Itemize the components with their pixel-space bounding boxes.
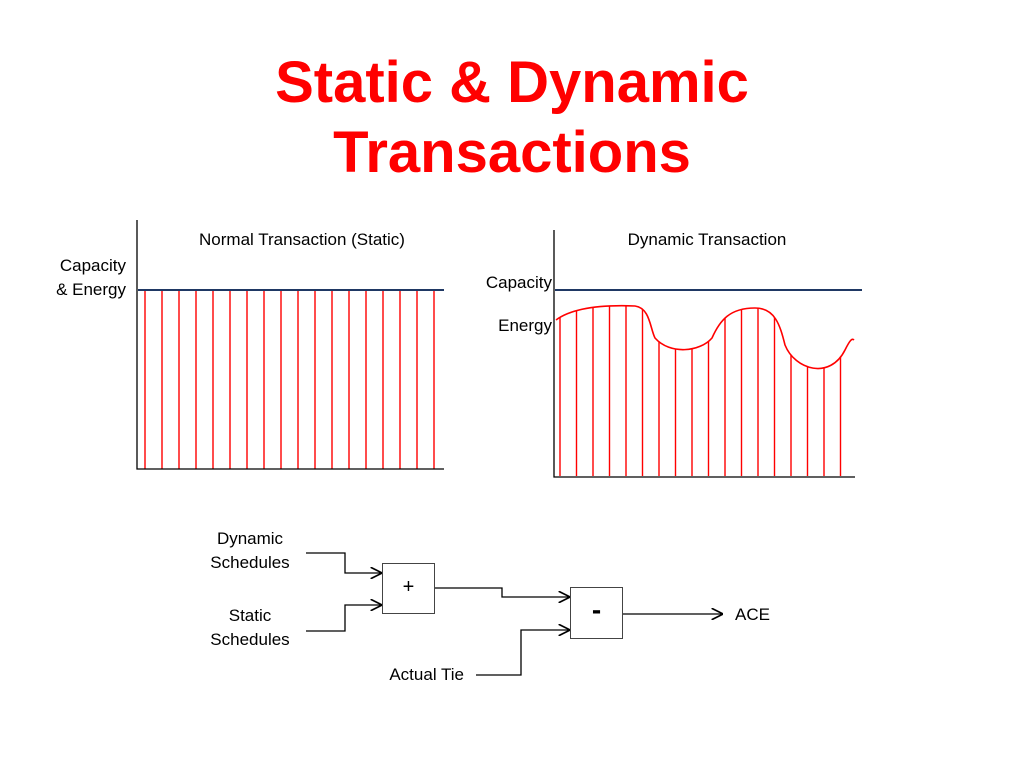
static-schedules-line-1: Static <box>228 606 272 625</box>
dynamic-hatch <box>559 305 842 476</box>
static-hatch <box>144 290 435 469</box>
dynamic-energy-label: Energy <box>498 316 552 335</box>
plus-symbol: + <box>402 576 415 598</box>
dynamic-schedules-connector <box>306 552 381 573</box>
title-line-1: Static & Dynamic <box>275 50 749 115</box>
dynamic-schedules-line-2: Schedules <box>210 553 290 572</box>
dynamic-panel-heading: Dynamic Transaction <box>627 230 787 249</box>
summing-block: + <box>382 563 435 614</box>
static-axis-label-line-2: & Energy <box>56 280 126 299</box>
title-line-2: Transactions <box>333 120 691 185</box>
dynamic-schedules-line-1: Dynamic <box>216 529 284 548</box>
dynamic-capacity-label: Capacity <box>485 273 552 292</box>
difference-block: - <box>570 587 623 639</box>
slide-title: Static & Dynamic Transactions <box>0 48 1024 188</box>
ace-label: ACE <box>735 605 770 624</box>
minus-symbol: - <box>591 594 602 625</box>
static-schedules-connector <box>306 605 381 632</box>
dynamic-schedules-label: Dynamic Schedules <box>195 527 305 575</box>
sum-to-difference-connector <box>434 587 569 597</box>
actual-tie-label: Actual Tie <box>389 665 464 684</box>
dynamic-axes <box>553 230 855 478</box>
static-axis-label-line-1: Capacity <box>59 256 126 275</box>
actual-tie-connector <box>476 630 569 676</box>
static-schedules-label: Static Schedules <box>195 604 305 652</box>
static-axis-label: Capacity & Energy <box>20 254 126 302</box>
static-schedules-line-2: Schedules <box>210 630 290 649</box>
energy-curve <box>555 304 855 370</box>
static-panel-heading: Normal Transaction (Static) <box>199 230 405 249</box>
static-axes <box>136 220 444 470</box>
